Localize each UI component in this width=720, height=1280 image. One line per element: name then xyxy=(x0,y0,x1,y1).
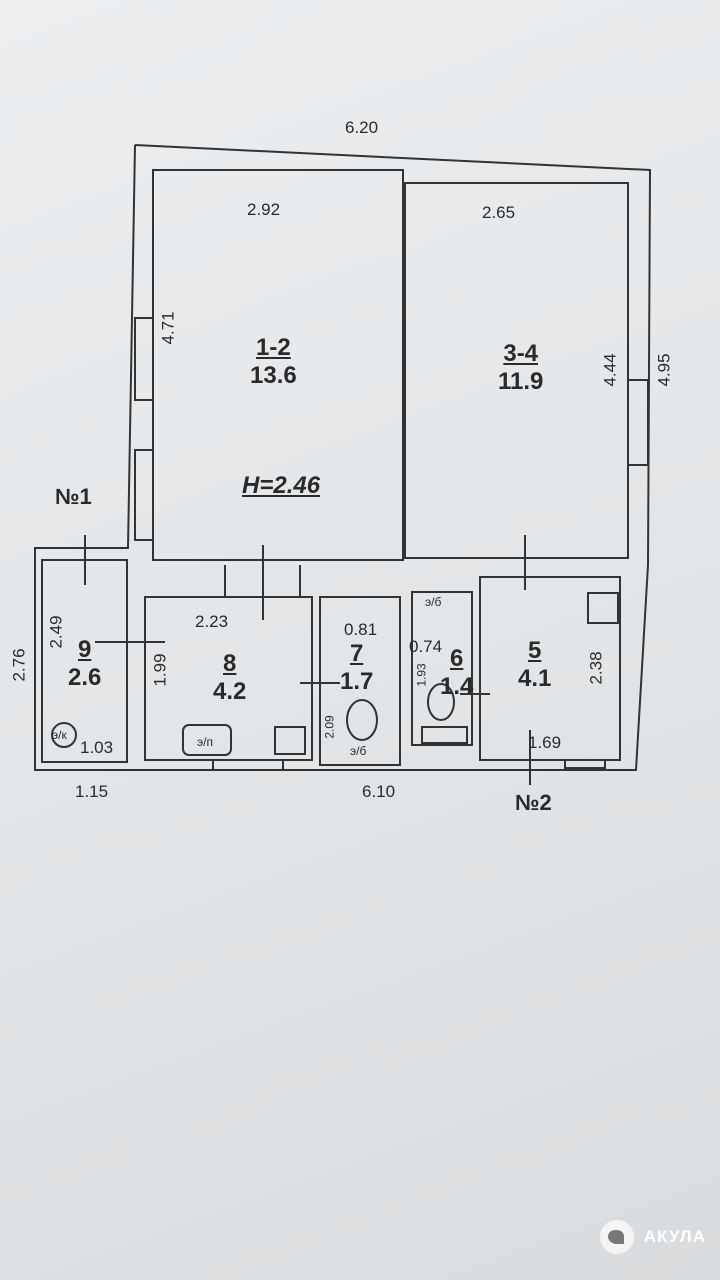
annex-width: 1.15 xyxy=(75,782,109,801)
room-3-4-width: 2.65 xyxy=(482,203,516,222)
heater-7-label: э/б xyxy=(350,744,367,758)
room-3-4-height: 4.44 xyxy=(600,353,620,387)
overall-top-width: 6.20 xyxy=(345,118,379,137)
outer-wall xyxy=(34,144,652,771)
window xyxy=(134,449,154,541)
room-1-2-width: 2.92 xyxy=(247,200,281,219)
stove-label: э/п xyxy=(197,735,213,749)
room-1-2-height: 4.71 xyxy=(158,311,178,345)
room-8-width: 2.23 xyxy=(195,612,229,631)
room-5-height: 2.38 xyxy=(586,651,606,685)
overall-bottom-width: 6.10 xyxy=(362,782,396,801)
room-7-width: 0.81 xyxy=(344,620,378,639)
room-7-wall xyxy=(319,596,401,766)
window xyxy=(627,379,649,466)
brand-logo: АКУЛА xyxy=(599,1220,706,1254)
room-5-width: 1.69 xyxy=(528,733,562,752)
annex-height: 2.76 xyxy=(9,648,29,682)
room-6-width: 0.74 xyxy=(409,637,443,656)
overall-right-height: 4.95 xyxy=(654,353,674,387)
room-6-height: 1.93 xyxy=(414,663,429,687)
ceiling-height: Н=2.46 xyxy=(242,472,321,499)
room-3-4-wall xyxy=(404,182,629,559)
entrance-1: №1 xyxy=(55,484,92,509)
window xyxy=(564,759,606,769)
boiler-9-label: э/к xyxy=(52,728,67,742)
room-8-height: 1.99 xyxy=(150,653,170,687)
room-9-height: 2.49 xyxy=(46,615,66,649)
shark-logo-icon xyxy=(599,1220,634,1254)
room-9-width: 1.03 xyxy=(80,738,114,757)
room-7-height: 2.09 xyxy=(322,715,337,739)
window xyxy=(212,759,284,771)
heater-6-label: э/б xyxy=(425,595,442,609)
window xyxy=(134,317,154,401)
room-6-wall xyxy=(411,591,473,746)
room-5-wall xyxy=(479,576,621,761)
brand-name: АКУЛА xyxy=(643,1227,706,1246)
entrance-2: №2 xyxy=(515,790,552,815)
